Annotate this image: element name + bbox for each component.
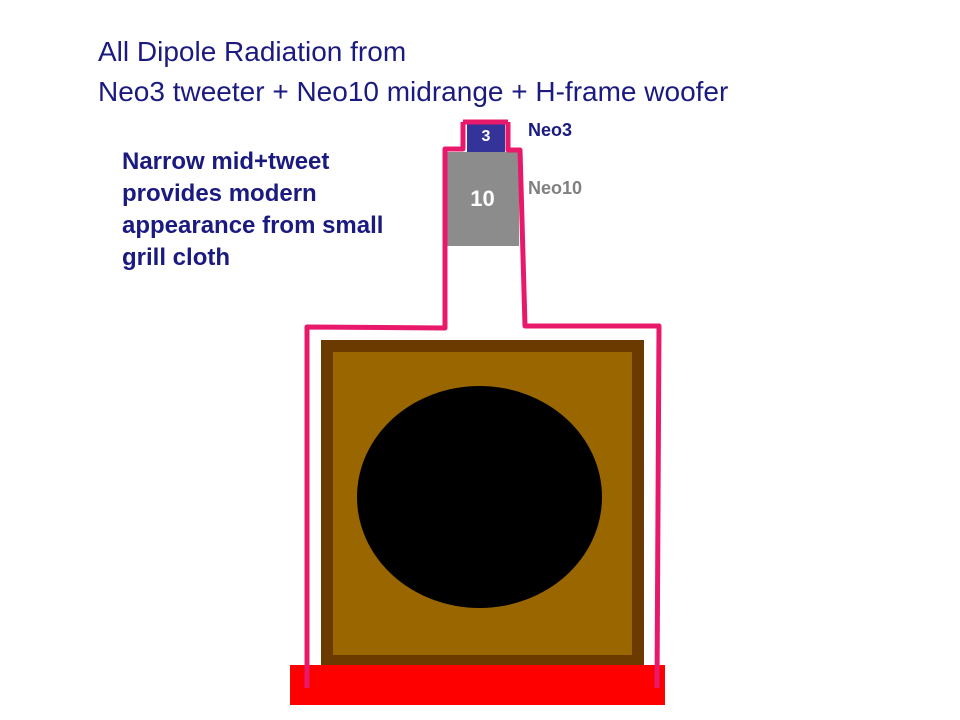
tweeter-badge: 3 [481, 128, 491, 145]
midrange-label: Neo10 [528, 178, 583, 198]
base-plate [290, 665, 665, 705]
woofer-cone-icon [357, 386, 602, 608]
caption-line-1: Narrow mid+tweet [122, 148, 330, 175]
caption-line-3: appearance from small [122, 212, 384, 239]
tweeter-label: Neo3 [528, 120, 573, 140]
tweeter-driver: 3 [467, 122, 505, 152]
caption-line-2: provides modern [122, 180, 317, 207]
diagram-title-line-2: Neo3 tweeter + Neo10 midrange + H-frame … [98, 76, 729, 107]
caption-line-4: grill cloth [122, 244, 230, 271]
design-caption: Narrow mid+tweet provides modern appeara… [122, 146, 432, 274]
midrange-badge: 10 [470, 186, 495, 211]
diagram-title-line-1: All Dipole Radiation from [98, 36, 407, 67]
midrange-driver: 10 [446, 152, 519, 246]
